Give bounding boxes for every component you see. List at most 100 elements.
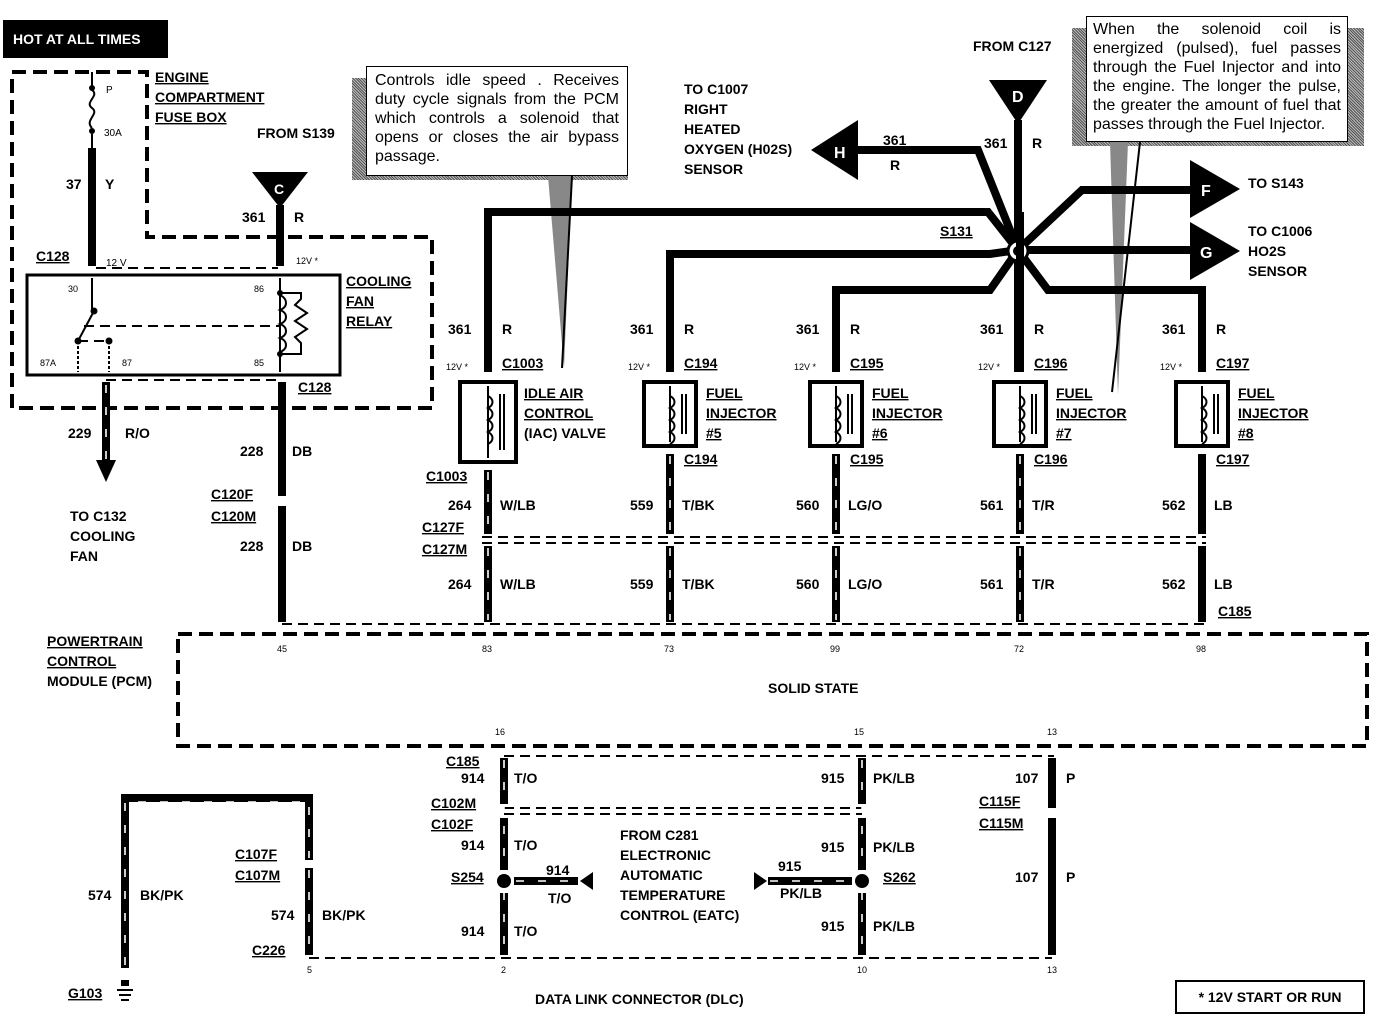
component-feed-color: R (1034, 321, 1044, 337)
iac-note-pointer-shadow (548, 176, 572, 368)
connector-h-letter: H (834, 145, 846, 162)
wire-915-circuit-3: 915 (821, 918, 845, 934)
wire-914-color-1: T/O (514, 770, 537, 786)
relay-pin-87a: 87A (40, 358, 56, 368)
solenoid-coil-icon (667, 395, 676, 445)
c128-label-bottom: C128 (298, 379, 332, 395)
wire-361-d-circuit: 361 (984, 135, 1008, 151)
splice-s262-icon (855, 874, 869, 888)
c120m-label: C120M (211, 508, 256, 524)
c107m-label: C107M (235, 867, 280, 883)
wire-107-circuit-2: 107 (1015, 869, 1039, 885)
wire-228-color-upper: DB (292, 443, 312, 459)
wire-107-color-1: P (1066, 770, 1075, 786)
wire-228-circuit-lower: 228 (240, 538, 264, 554)
wire-914-eatc-color: T/O (548, 890, 571, 906)
c127f-label: C127F (422, 519, 464, 535)
relay-node-bottom (277, 351, 283, 357)
to-c1007-line-1: TO C1007 (684, 81, 749, 97)
wire-107-color-2: P (1066, 869, 1075, 885)
wire-915-eatc-color: PK/LB (780, 885, 822, 901)
component-connector-bottom: C196 (1034, 451, 1068, 467)
relay-12v-label: 12 V (106, 258, 127, 269)
component-feed-circuit: 361 (1162, 321, 1186, 337)
fuse-terminal-top (89, 85, 95, 91)
c120f-label: C120F (211, 486, 253, 502)
solenoid-coil-icon (1017, 395, 1026, 445)
wire-914-eatc-circuit: 914 (546, 862, 570, 878)
wire-229-color: R/O (125, 425, 150, 441)
component-name-3: #7 (1056, 425, 1072, 441)
component-connector-bottom: C1003 (426, 468, 467, 484)
component-signal-color-upper: T/R (1032, 497, 1055, 513)
relay-12v-star-label: 12V * (296, 256, 319, 266)
component-connector-top: C197 (1216, 355, 1250, 371)
ground-g103-icon (117, 980, 133, 1001)
component-feed-color: R (850, 321, 860, 337)
wire-361-inj5-feed (666, 246, 1019, 372)
component-signal-color-upper: T/BK (682, 497, 715, 513)
g103-label: G103 (68, 985, 102, 1001)
component-12v-label: 12V * (794, 362, 817, 372)
wire-574-color-2: BK/PK (322, 907, 366, 923)
component-signal-color-upper: LB (1214, 497, 1233, 513)
from-c127-label: FROM C127 (973, 38, 1052, 54)
component-name-3: (IAC) VALVE (524, 425, 606, 441)
wire-915-circuit-1: 915 (821, 770, 845, 786)
wire-228-circuit-upper: 228 (240, 443, 264, 459)
component-signal-color-lower: T/BK (682, 576, 715, 592)
component-name-3: #8 (1238, 425, 1254, 441)
relay-title-1: COOLING (346, 273, 411, 289)
component-name-2: INJECTOR (1056, 405, 1127, 421)
component-signal-circuit-lower: 560 (796, 576, 820, 592)
eatc-915-arrow-icon (754, 872, 767, 890)
solenoid-coil-icon (1199, 395, 1208, 445)
to-c1007-line-2: RIGHT (684, 101, 728, 117)
relay-resistor-icon (280, 292, 309, 355)
dlc-title: DATA LINK CONNECTOR (DLC) (535, 991, 744, 1007)
component-feed-circuit: 361 (630, 321, 654, 337)
component-name-1: IDLE AIR (524, 385, 583, 401)
pcm-pin-15: 15 (854, 727, 864, 737)
connector-h-icon (811, 120, 858, 180)
component-connector-bottom: C197 (1216, 451, 1250, 467)
wire-361-c-color: R (294, 209, 304, 225)
component-12v-label: 12V * (1160, 362, 1183, 372)
connector-d-icon (989, 80, 1047, 124)
from-c281-line-3: AUTOMATIC (620, 867, 703, 883)
component-name-3: #5 (706, 425, 722, 441)
c226-label: C226 (252, 942, 286, 958)
to-c1007-line-5: SENSOR (684, 161, 743, 177)
to-c1006-line-3: SENSOR (1248, 263, 1307, 279)
component-feed-circuit: 361 (980, 321, 1004, 337)
to-c132-line-2: COOLING (70, 528, 135, 544)
component-signal-circuit-lower: 561 (980, 576, 1004, 592)
wire-228-color-lower: DB (292, 538, 312, 554)
wire-361-c-circuit: 361 (242, 209, 266, 225)
dlc-pin-10: 10 (857, 965, 867, 975)
c115f-label: C115F (979, 793, 1021, 809)
c115m-label: C115M (979, 815, 1023, 831)
component-signal-color-lower: W/LB (500, 576, 536, 592)
component-feed-color: R (502, 321, 512, 337)
component-signal-circuit-upper: 264 (448, 497, 472, 513)
dlc-pin-5: 5 (307, 965, 312, 975)
pcm-pin-45: 45 (277, 644, 287, 654)
legend-box: * 12V START OR RUN (1175, 980, 1365, 1014)
pcm-pin: 99 (830, 644, 840, 654)
connector-g-letter: G (1200, 245, 1212, 262)
connector-d-letter: D (1012, 89, 1024, 106)
wire-361-iac-feed (484, 208, 1022, 372)
component-signal-color-lower: LG/O (848, 576, 882, 592)
component-name-2: INJECTOR (1238, 405, 1309, 421)
from-s139-label: FROM S139 (257, 125, 335, 141)
from-c281-line-1: FROM C281 (620, 827, 699, 843)
to-s143-label: TO S143 (1248, 175, 1304, 191)
component-signal-circuit-lower: 562 (1162, 576, 1186, 592)
connector-c-letter: C (274, 181, 284, 197)
wire-915-color-3: PK/LB (873, 918, 915, 934)
component-signal-circuit-upper: 559 (630, 497, 654, 513)
c107f-label: C107F (235, 846, 277, 862)
